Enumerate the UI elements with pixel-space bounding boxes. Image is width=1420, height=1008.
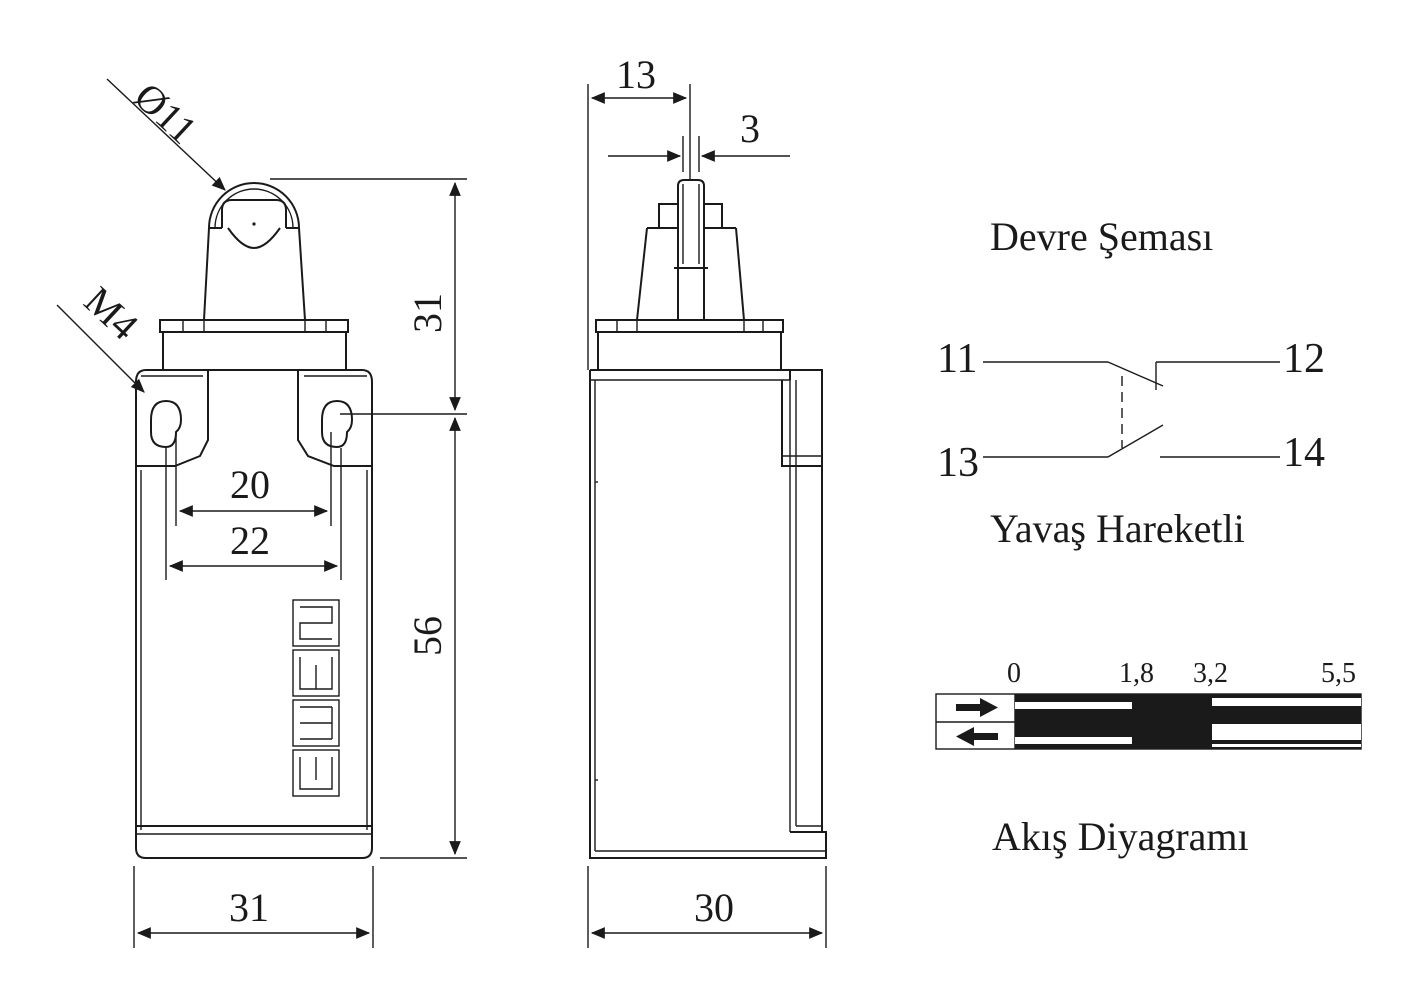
housing-top	[135, 369, 209, 467]
circuit-diagram: Devre Şeması 11 12 13 14 Yavaş Hareketli	[937, 214, 1325, 551]
side-view	[589, 179, 827, 859]
front-dimensions: Ø11 M4 31 56 20 22 31	[56, 74, 467, 948]
side-dimensions: 13 3 30	[587, 52, 827, 948]
terminal-11: 11	[937, 336, 977, 382]
scale-label-5-5: 5,5	[1321, 658, 1356, 689]
terminal-13: 13	[937, 440, 979, 486]
dim-actuator-height: 31	[405, 293, 450, 333]
mount-hole-left	[150, 399, 183, 449]
dim-side-depth: 30	[694, 885, 734, 930]
dim-roller-diameter: Ø11	[126, 74, 206, 153]
dim-body-height: 56	[405, 616, 450, 656]
actuator-arm	[203, 227, 306, 321]
flow-title: Akış Diyagramı	[992, 814, 1249, 859]
terminal-14: 14	[1283, 430, 1325, 476]
arrow-right-icon	[956, 698, 998, 717]
dim-plunger-width: 3	[740, 106, 760, 151]
mount-hole-right	[321, 399, 354, 449]
scale-label-3-2: 3,2	[1193, 658, 1228, 689]
circuit-action: Yavaş Hareketli	[990, 506, 1245, 551]
front-view	[135, 182, 373, 859]
circuit-title: Devre Şeması	[990, 214, 1213, 259]
dim-hole-spacing-inner: 20	[230, 462, 270, 507]
dim-hole-spacing-outer: 22	[230, 518, 270, 563]
emas-logo	[292, 599, 340, 797]
dim-front-width: 31	[229, 885, 269, 930]
housing-body	[135, 466, 373, 859]
dim-mount-thread: M4	[76, 278, 147, 349]
arrow-left-icon	[956, 727, 998, 746]
dim-plunger-offset: 13	[616, 52, 656, 97]
scale-label-0: 0	[1007, 658, 1021, 689]
scale-label-1-8: 1,8	[1119, 658, 1154, 689]
roller	[208, 182, 300, 229]
flow-diagram: 0 1,8 3,2 5,5 Akış Diyagramı	[935, 658, 1362, 859]
terminal-12: 12	[1283, 336, 1325, 382]
